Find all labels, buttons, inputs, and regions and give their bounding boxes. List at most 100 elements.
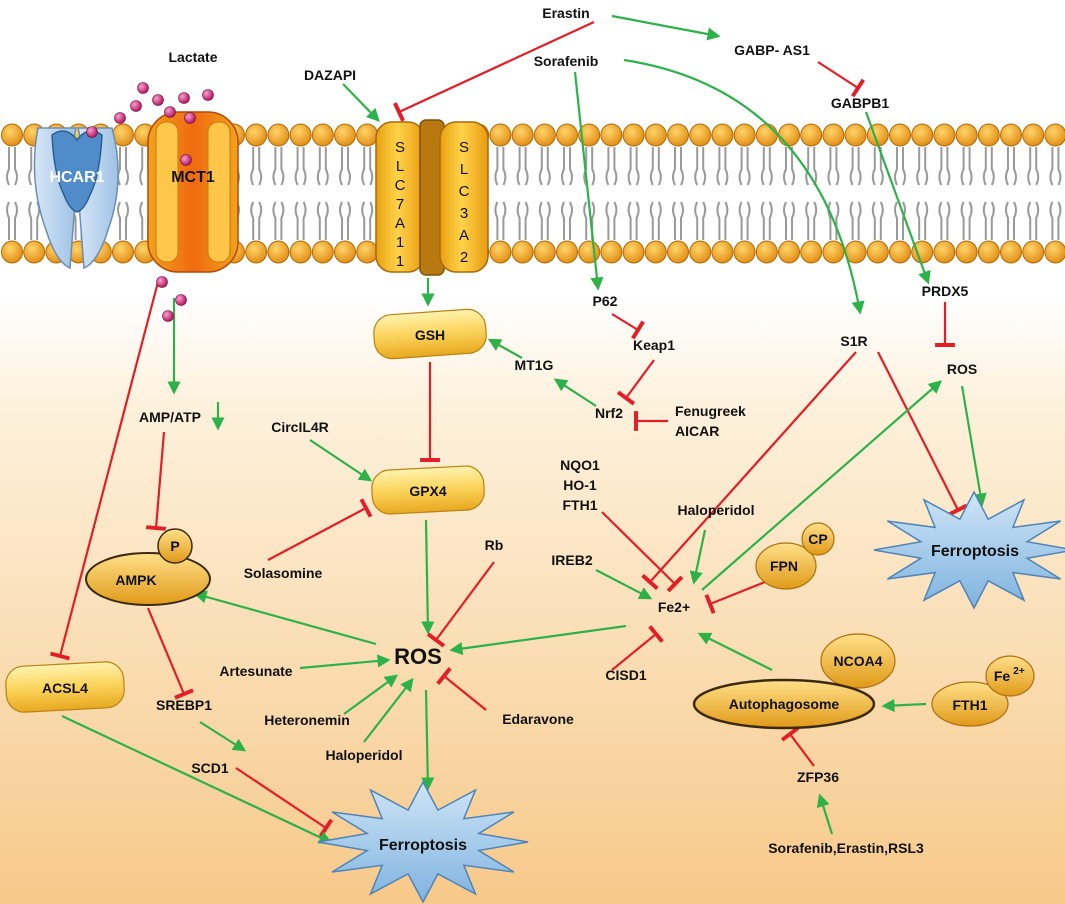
activation-arrow bbox=[701, 380, 942, 591]
lipid-tail bbox=[694, 147, 707, 240]
keap1-label: Keap1 bbox=[633, 337, 675, 353]
lipid-head bbox=[1000, 123, 1022, 147]
inhibition-arrow bbox=[817, 61, 866, 98]
fpn-label: FPN bbox=[770, 558, 798, 574]
ireb2-label: IREB2 bbox=[551, 552, 592, 568]
acsl4-label: ACSL4 bbox=[42, 680, 88, 696]
activation-arrow bbox=[864, 111, 931, 285]
autophagosome-label: Autophagosome bbox=[729, 696, 840, 712]
lipid-tail bbox=[716, 147, 729, 240]
activation-arrow bbox=[193, 590, 377, 646]
inhibition-arrow bbox=[601, 511, 684, 593]
activation-arrow bbox=[421, 689, 435, 791]
inhibition-arrow bbox=[49, 281, 160, 661]
lipid-head bbox=[733, 240, 756, 264]
node-ampk: AMPK P bbox=[85, 528, 211, 606]
lipid-head bbox=[23, 240, 46, 264]
lipid-tail bbox=[627, 147, 640, 240]
lactate-label: Lactate bbox=[168, 49, 217, 65]
lipid-head bbox=[600, 240, 623, 264]
solasomine-label: Solasomine bbox=[244, 565, 323, 581]
lipid-head bbox=[778, 123, 800, 147]
activation-arrow bbox=[573, 71, 604, 291]
inhibition-arrow bbox=[145, 431, 167, 531]
lipid-tail bbox=[849, 147, 862, 240]
activation-arrow bbox=[342, 83, 380, 122]
inhibition-arrow bbox=[616, 359, 655, 406]
ncoa4-label: NCOA4 bbox=[833, 653, 882, 669]
lipid-head bbox=[933, 123, 956, 147]
inhibition-arrow bbox=[611, 625, 664, 671]
lipid-head bbox=[644, 240, 667, 264]
lipid-head bbox=[800, 123, 823, 147]
lactate-dot bbox=[164, 106, 176, 118]
lipid-tail bbox=[250, 147, 263, 240]
lipid-head bbox=[1, 123, 23, 147]
lipid-head bbox=[1044, 123, 1065, 147]
inhibition-arrow bbox=[877, 351, 968, 517]
lipid-tail bbox=[982, 147, 995, 240]
fenugreek-label: Fenugreek bbox=[675, 403, 746, 419]
lipid-head bbox=[533, 123, 556, 147]
lactate-dot bbox=[175, 294, 187, 306]
lipid-head bbox=[511, 240, 534, 264]
lipid-tail bbox=[294, 147, 307, 240]
lipid-head bbox=[933, 240, 956, 264]
node-gsh: GSH bbox=[373, 308, 487, 360]
lipid-tail bbox=[960, 147, 973, 240]
mct1-label: MCT1 bbox=[171, 169, 215, 186]
lipid-head bbox=[289, 240, 312, 264]
lipid-head bbox=[1044, 240, 1065, 264]
activation-arrow bbox=[611, 14, 721, 41]
mct1-transporter: MCT1 bbox=[147, 111, 239, 273]
lipid-head bbox=[578, 240, 601, 264]
lipid-head bbox=[489, 240, 512, 264]
lipid-tail bbox=[583, 147, 596, 240]
gsh-label: GSH bbox=[415, 327, 445, 343]
cisd1-label: CISD1 bbox=[605, 667, 646, 683]
node-gpx4: GPX4 bbox=[371, 465, 485, 515]
lactate-dot bbox=[184, 112, 196, 124]
lactate-dot bbox=[130, 100, 142, 112]
s1r-label: S1R bbox=[840, 333, 867, 349]
lipid-head bbox=[755, 123, 778, 147]
inhibition-arrow bbox=[436, 667, 487, 711]
lipid-head bbox=[977, 240, 1000, 264]
lipid-head bbox=[245, 240, 268, 264]
lipid-head bbox=[112, 240, 134, 264]
aicar-label: AICAR bbox=[675, 423, 719, 439]
lipid-head bbox=[689, 240, 712, 264]
activation-arrow bbox=[309, 439, 373, 482]
lipid-tail bbox=[6, 147, 18, 240]
activation-arrow bbox=[487, 338, 523, 359]
lipid-head bbox=[356, 123, 379, 147]
lipid-tail bbox=[272, 147, 285, 240]
inhibition-arrow bbox=[393, 21, 595, 122]
srebp1-label: SREBP1 bbox=[156, 697, 212, 713]
haloperidol-low-label: Haloperidol bbox=[325, 747, 402, 763]
lipid-head bbox=[955, 240, 978, 264]
lipid-tail bbox=[1005, 147, 1017, 240]
activation-arrow bbox=[343, 674, 399, 715]
lipid-head bbox=[977, 123, 1000, 147]
lipid-tail bbox=[783, 147, 795, 240]
lipid-tail bbox=[561, 147, 573, 240]
lipid-tail bbox=[649, 147, 662, 240]
rb-label: Rb bbox=[485, 537, 504, 553]
gpx4-label: GPX4 bbox=[409, 483, 447, 499]
lipid-head bbox=[245, 123, 268, 147]
lipid-head bbox=[755, 240, 778, 264]
lipid-head bbox=[556, 240, 578, 264]
slc-letter: A bbox=[459, 227, 469, 244]
activation-arrow bbox=[595, 569, 653, 600]
fe2-label: Fe2+ bbox=[658, 599, 690, 615]
activation-arrow bbox=[623, 58, 865, 315]
lipid-head bbox=[711, 240, 734, 264]
zfp36-label: ZFP36 bbox=[797, 769, 839, 785]
ros-center-label: ROS bbox=[394, 644, 442, 669]
activation-arrow bbox=[553, 378, 597, 407]
lipid-head bbox=[822, 123, 845, 147]
fe-badge-base: Fe bbox=[994, 668, 1011, 684]
